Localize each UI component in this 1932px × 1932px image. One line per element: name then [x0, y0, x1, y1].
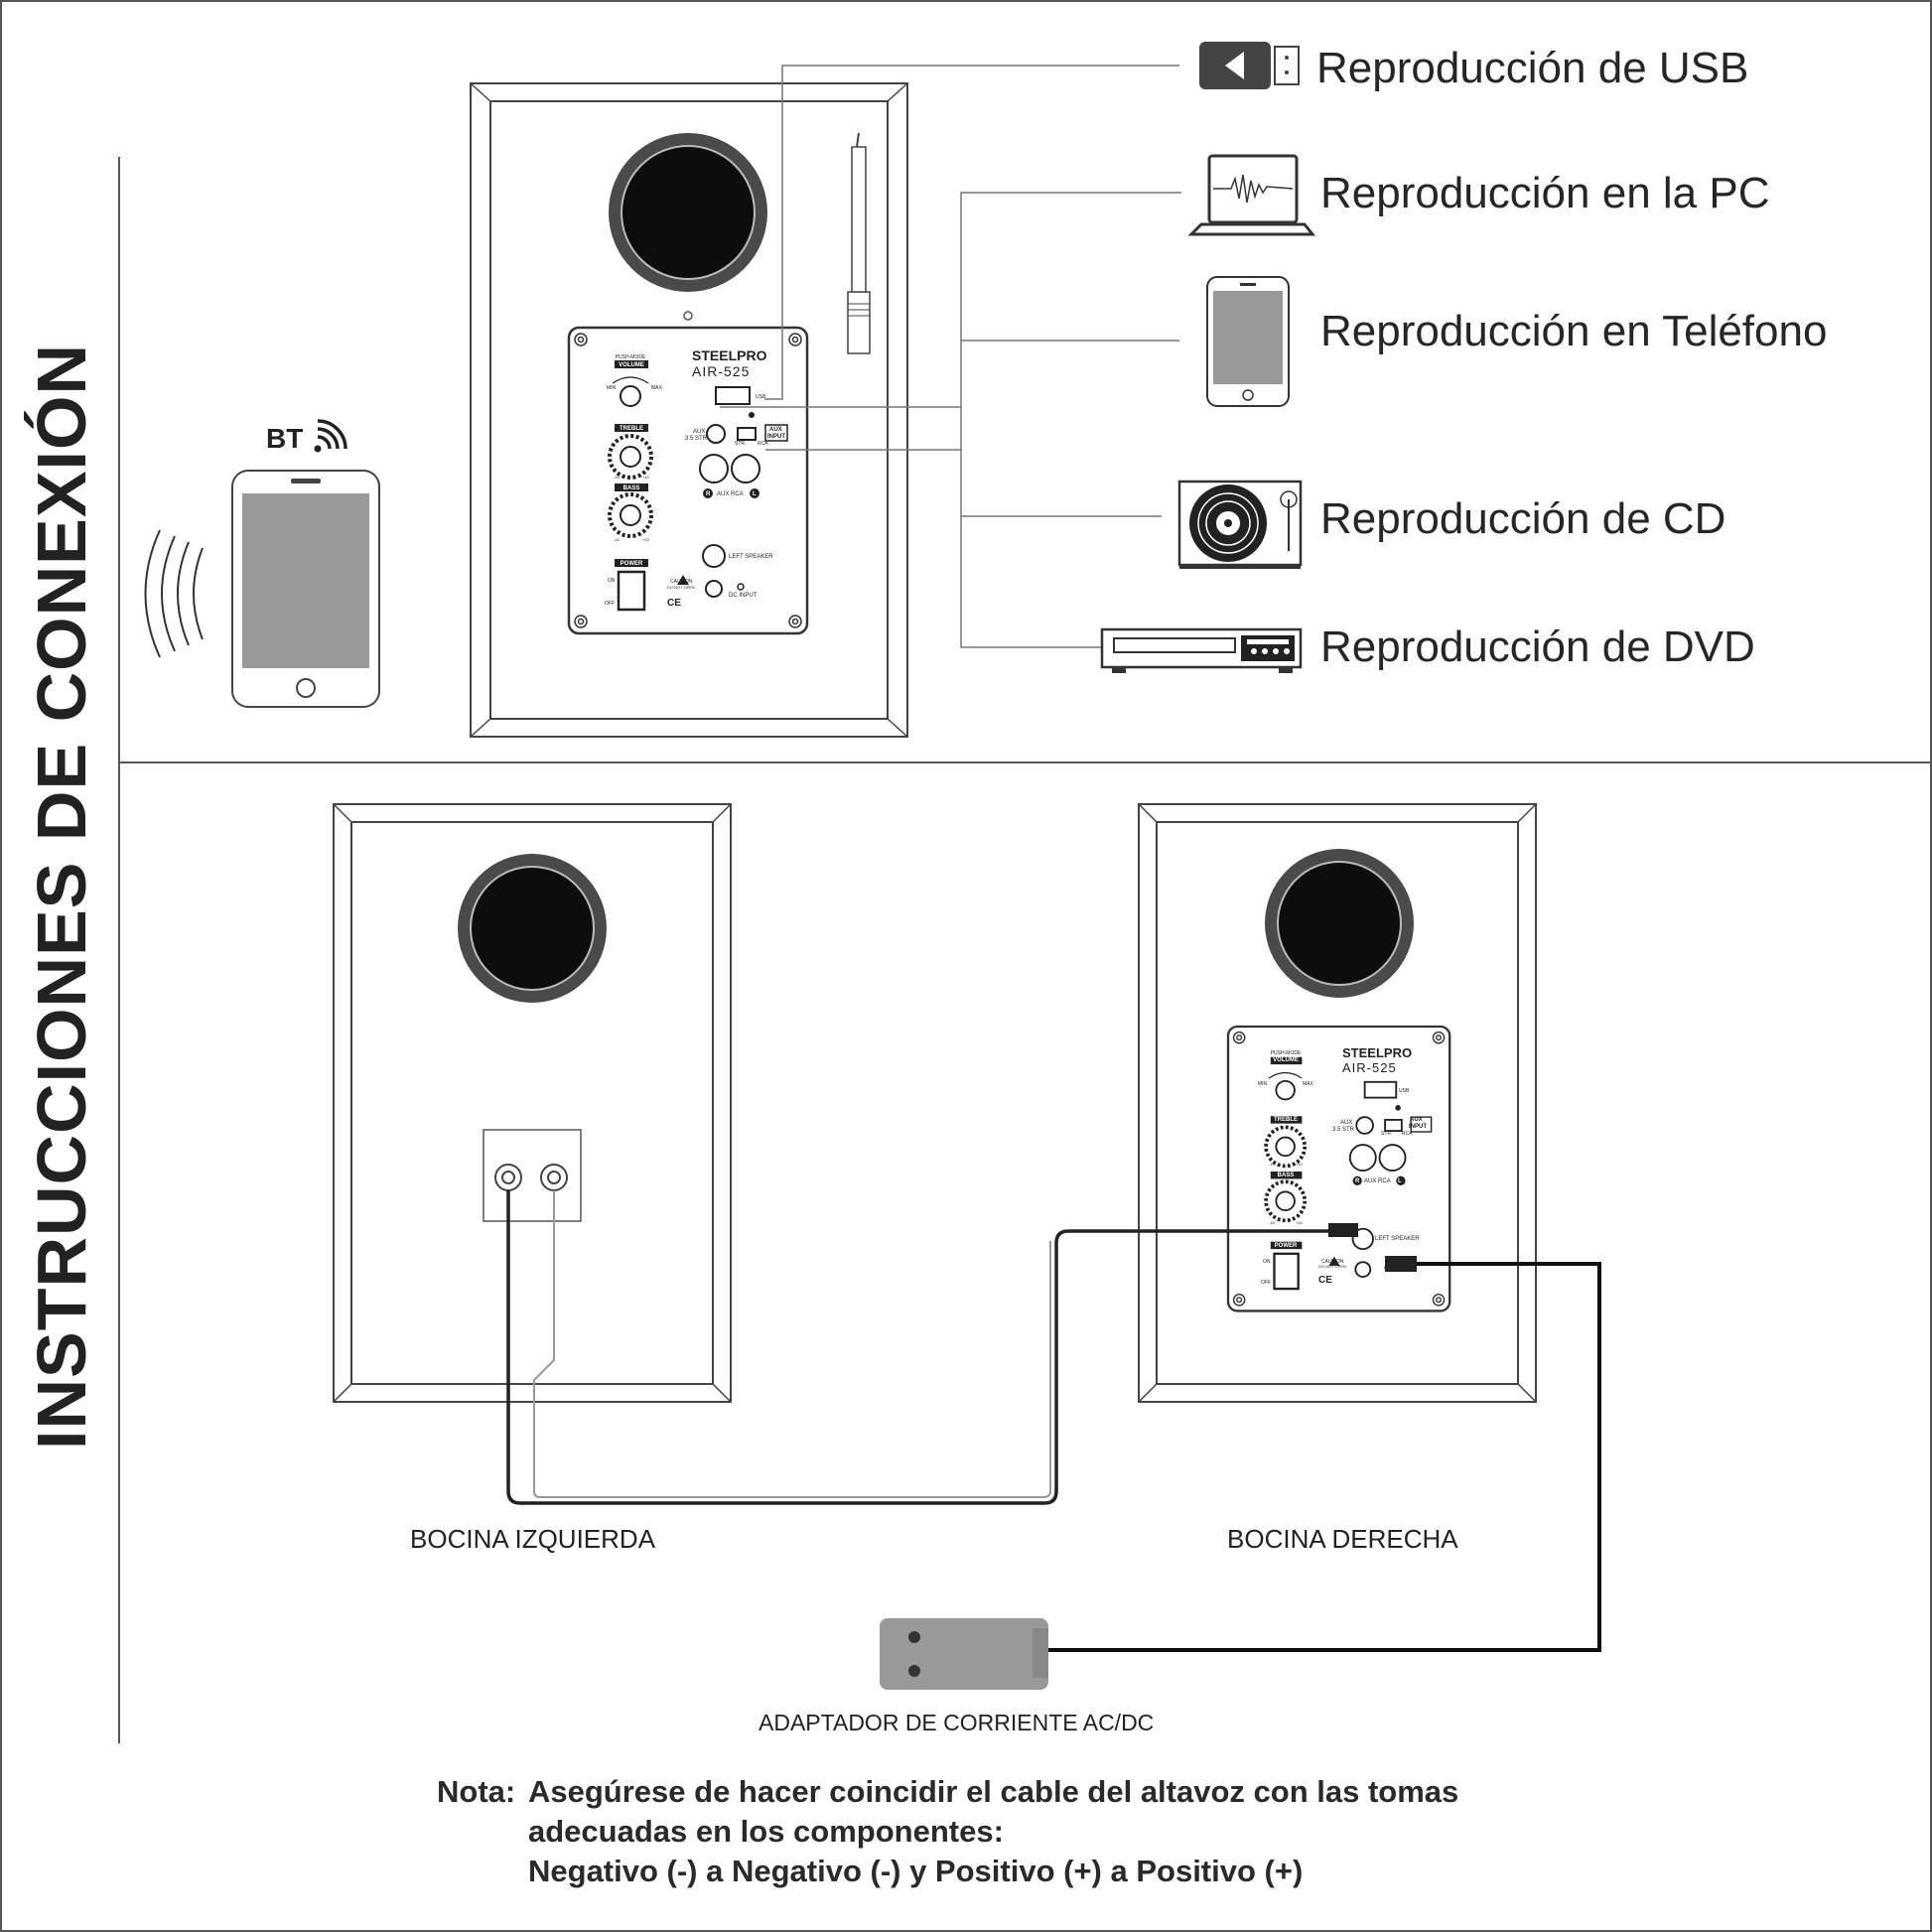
svg-text:AUX RCA: AUX RCA: [1364, 1178, 1391, 1184]
source-pc-label: Reproducción en la PC: [1320, 169, 1770, 217]
svg-text:CAUTION: CAUTION: [1321, 1259, 1344, 1265]
model-label: AIR-525: [692, 363, 750, 379]
svg-text:USB: USB: [756, 394, 766, 400]
left-speaker-caption: BOCINA IZQUIERDA: [410, 1524, 656, 1554]
turntable-icon: [1177, 480, 1303, 569]
svg-text:+10: +10: [1296, 1162, 1304, 1167]
svg-text:PUSH-MODE: PUSH-MODE: [616, 354, 646, 360]
note-prefix: Nota:: [437, 1774, 516, 1809]
svg-text:R: R: [706, 491, 711, 497]
page-title: INSTRUCCIONES DE CONEXIÓN: [23, 344, 100, 1449]
bt-label: BT: [266, 423, 304, 454]
svg-text:VOLUME: VOLUME: [1273, 1057, 1299, 1063]
source-dvd-label: Reproducción de DVD: [1320, 622, 1755, 671]
bluetooth-icon: [314, 419, 347, 453]
phone-icon: [1206, 276, 1290, 407]
svg-text:CAUTION: CAUTION: [670, 579, 693, 585]
svg-text:+10: +10: [642, 537, 650, 542]
svg-text:-15: -15: [614, 475, 621, 480]
svg-text:-15: -15: [614, 537, 621, 542]
svg-text:3.5 STR: 3.5 STR: [1332, 1127, 1355, 1133]
svg-text:AUX: AUX: [1340, 1120, 1352, 1126]
svg-text:STEELPRO: STEELPRO: [1342, 1045, 1412, 1060]
power-adapter-icon: [880, 1618, 1048, 1690]
svg-text:MIN: MIN: [1258, 1081, 1268, 1087]
usb-drive-icon: [1199, 42, 1300, 89]
note-line-3: Negativo (-) a Negativo (-) y Positivo (…: [528, 1854, 1304, 1888]
svg-text:DC INPUT: DC INPUT: [729, 593, 758, 599]
speaker-cable: [506, 1190, 1358, 1505]
source-usb-label: Reproducción de USB: [1316, 44, 1749, 92]
svg-text:AUX: AUX: [1410, 1117, 1423, 1123]
audio-plug-icon: [847, 132, 871, 354]
svg-text:TREBLE: TREBLE: [620, 426, 643, 432]
note: Nota: Asegúrese de hacer coincidir el ca…: [437, 1772, 1458, 1891]
svg-text:BASS: BASS: [1278, 1173, 1295, 1178]
svg-text:PUSH-MODE: PUSH-MODE: [1271, 1050, 1302, 1056]
svg-text:MAX: MAX: [1303, 1081, 1314, 1087]
brand-label: STEELPRO: [692, 347, 767, 363]
svg-text:OFF: OFF: [605, 601, 615, 607]
source-cd-label: Reproducción de CD: [1320, 494, 1726, 543]
adapter-caption: ADAPTADOR DE CORRIENTE AC/DC: [759, 1710, 1155, 1735]
power-cable: [1047, 1256, 1601, 1652]
note-line-1: Asegúrese de hacer coincidir el cable de…: [528, 1774, 1459, 1809]
svg-text:USB: USB: [1399, 1088, 1410, 1094]
svg-text:OFF: OFF: [1261, 1280, 1271, 1286]
svg-text:+10: +10: [1296, 1220, 1304, 1225]
svg-text:STR: STR: [735, 441, 745, 447]
svg-text:L: L: [753, 491, 757, 497]
svg-text:VOLUME: VOLUME: [619, 362, 644, 368]
svg-text:CE: CE: [667, 598, 681, 609]
bluetooth-phone: [144, 470, 380, 708]
svg-text:LEFT SPEAKER: LEFT SPEAKER: [1375, 1236, 1420, 1242]
svg-text:CE: CE: [1318, 1275, 1332, 1286]
svg-text:MIN: MIN: [607, 385, 617, 391]
svg-text:DO NOT OPEN: DO NOT OPEN: [1318, 1264, 1346, 1269]
svg-text:TREBLE: TREBLE: [1274, 1117, 1298, 1123]
source-phone-label: Reproducción en Teléfono: [1320, 307, 1828, 355]
svg-text:DO NOT OPEN: DO NOT OPEN: [667, 585, 695, 590]
panel-text-top: STEELPRO AIR-525 PUSH-MODE VOLUME MIN MA…: [605, 347, 785, 609]
svg-text:-15: -15: [1269, 1220, 1276, 1225]
laptop-icon: [1187, 154, 1316, 236]
panel-text-right: STEELPRO AIR-525 PUSH-MODE VOLUME MIN MA…: [1258, 1045, 1427, 1286]
svg-text:INPUT: INPUT: [1409, 1124, 1427, 1130]
svg-text:+10: +10: [642, 475, 650, 480]
svg-text:AUX: AUX: [769, 427, 782, 433]
speaker-top: [470, 82, 908, 738]
svg-text:POWER: POWER: [621, 561, 643, 567]
svg-text:AIR-525: AIR-525: [1342, 1060, 1397, 1075]
svg-text:STR: STR: [1381, 1131, 1391, 1137]
svg-text:ON: ON: [608, 578, 616, 584]
svg-text:ON: ON: [1263, 1259, 1271, 1265]
svg-text:BASS: BASS: [623, 485, 640, 491]
svg-text:INPUT: INPUT: [767, 434, 785, 440]
right-speaker-caption: BOCINA DERECHA: [1227, 1524, 1458, 1554]
svg-text:POWER: POWER: [1275, 1243, 1298, 1249]
connection-lines: [720, 65, 1181, 648]
svg-text:3.5 STR: 3.5 STR: [685, 436, 708, 442]
dvd-player-icon: [1100, 627, 1303, 673]
svg-text:-15: -15: [1269, 1162, 1276, 1167]
svg-text:AUX RCA: AUX RCA: [717, 491, 744, 497]
svg-text:AUX: AUX: [693, 429, 705, 435]
speaker-right: [1138, 803, 1537, 1403]
svg-text:MAX: MAX: [651, 385, 663, 391]
svg-text:RCA: RCA: [758, 441, 768, 447]
svg-text:RCA: RCA: [1402, 1131, 1413, 1137]
svg-text:L: L: [1398, 1178, 1402, 1184]
note-line-2: adecuadas en los componentes:: [528, 1814, 1004, 1849]
svg-text:LEFT SPEAKER: LEFT SPEAKER: [729, 554, 773, 560]
svg-text:R: R: [1355, 1178, 1360, 1184]
speaker-left: [333, 803, 732, 1403]
